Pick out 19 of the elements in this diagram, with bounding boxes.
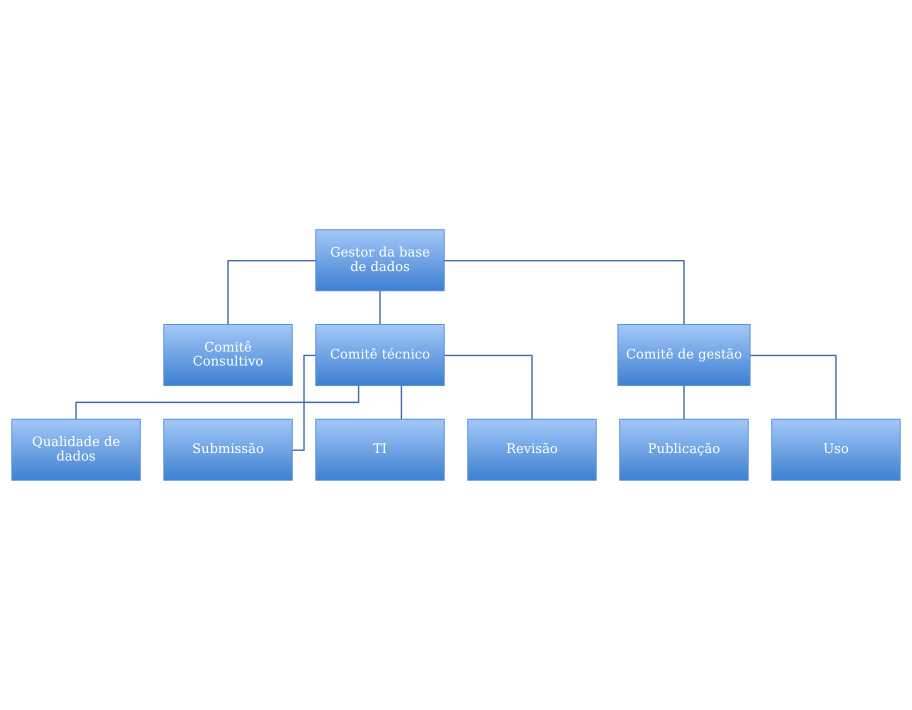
node-box: Revisão xyxy=(467,418,597,481)
node-box: Uso xyxy=(771,418,901,481)
node-box: Comitê técnico xyxy=(315,324,445,386)
node-box: Qualidade de dados xyxy=(11,418,141,481)
connector xyxy=(683,386,685,419)
connector xyxy=(444,354,533,420)
connector xyxy=(292,354,316,451)
node-box: Submissão xyxy=(163,418,293,481)
connector xyxy=(444,260,685,324)
node-box: Comitê Consultivo xyxy=(163,324,293,386)
node-box: Gestor da base de dados xyxy=(315,229,445,292)
connector xyxy=(75,386,360,420)
connector xyxy=(379,290,381,324)
node-box: TI xyxy=(315,418,445,481)
connector xyxy=(750,354,837,420)
node-box: Publicação xyxy=(619,418,749,481)
node-box: Comitê de gestão xyxy=(617,324,751,386)
connector xyxy=(227,260,316,324)
connector xyxy=(400,386,402,419)
